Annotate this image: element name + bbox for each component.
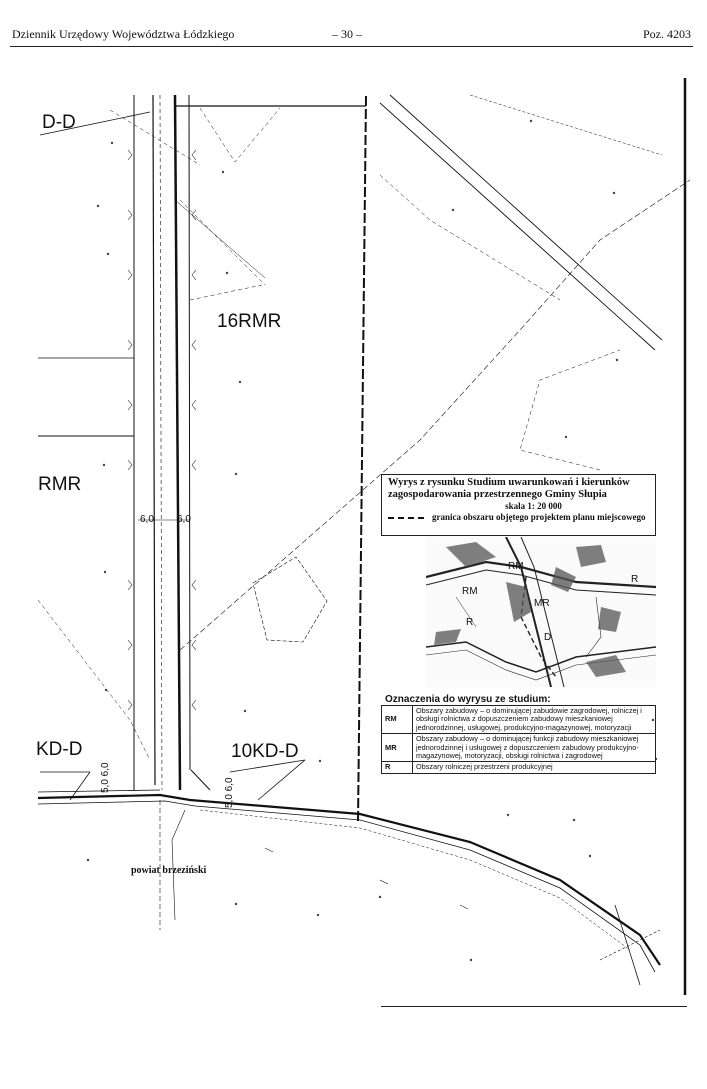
legend-row: MR Obszary zabudowy – o dominującej funk… [381, 733, 656, 763]
study-map-label: RM [462, 586, 478, 597]
legend-code: R [381, 761, 413, 774]
dimension-label: 5,0 6,0 [100, 762, 111, 793]
study-map-label: RM [508, 561, 524, 572]
zone-label-kd-left: KD-D [36, 739, 82, 760]
study-excerpt-map: RM RM MR R R D [426, 537, 656, 687]
study-map-label: R [631, 574, 638, 585]
legend-description: Obszary rolniczej przestrzeni produkcyjn… [412, 761, 656, 774]
dashed-line-symbol [388, 517, 424, 519]
legend-table: RM Obszary zabudowy – o dominującej zabu… [381, 704, 656, 774]
boundary-legend: granica obszaru objętego projektem planu… [388, 512, 649, 523]
district-label: powiat brzeziński [131, 865, 207, 876]
dimension-label: 6,0 [140, 514, 154, 525]
zone-label-16rmr: 16RMR [217, 311, 281, 332]
journal-title: Dziennik Urzędowy Województwa Łódzkiego [12, 27, 235, 41]
study-map-label: D [544, 632, 551, 643]
study-map-label: R [466, 617, 473, 628]
legend-row: RM Obszary zabudowy – o dominującej zabu… [381, 704, 656, 735]
zone-label-kd-top: D-D [42, 112, 76, 133]
legend-code: RM [381, 704, 413, 735]
legend-code: MR [381, 733, 413, 763]
study-excerpt-box: Wyrys z rysunku Studium uwarunkowań i ki… [381, 474, 656, 536]
bottom-rule [381, 1006, 687, 1007]
legend-row: R Obszary rolniczej przestrzeni produkcy… [381, 761, 656, 774]
dimension-label: 6,0 [177, 514, 191, 525]
page-header: Dziennik Urzędowy Województwa Łódzkiego … [10, 24, 693, 47]
legend-title: Oznaczenia do wyrysu ze studium: [385, 694, 551, 705]
study-map-label: MR [534, 598, 550, 609]
zone-label-rmr-left: RMR [38, 474, 81, 495]
zone-label-10kd: 10KD-D [231, 741, 299, 762]
dimension-label: 5,0 6,0 [224, 777, 235, 808]
position-number: Poz. 4203 [643, 27, 691, 41]
page-number: – 30 – [332, 27, 362, 41]
study-excerpt-title: Wyrys z rysunku Studium uwarunkowań i ki… [388, 477, 630, 500]
boundary-legend-text: granica obszaru objętego projektem planu… [432, 512, 646, 522]
study-excerpt-scale: skala 1: 20 000 [505, 501, 562, 511]
legend-description: Obszary zabudowy – o dominującej zabudow… [412, 704, 656, 735]
legend-description: Obszary zabudowy – o dominującej funkcji… [412, 733, 656, 763]
